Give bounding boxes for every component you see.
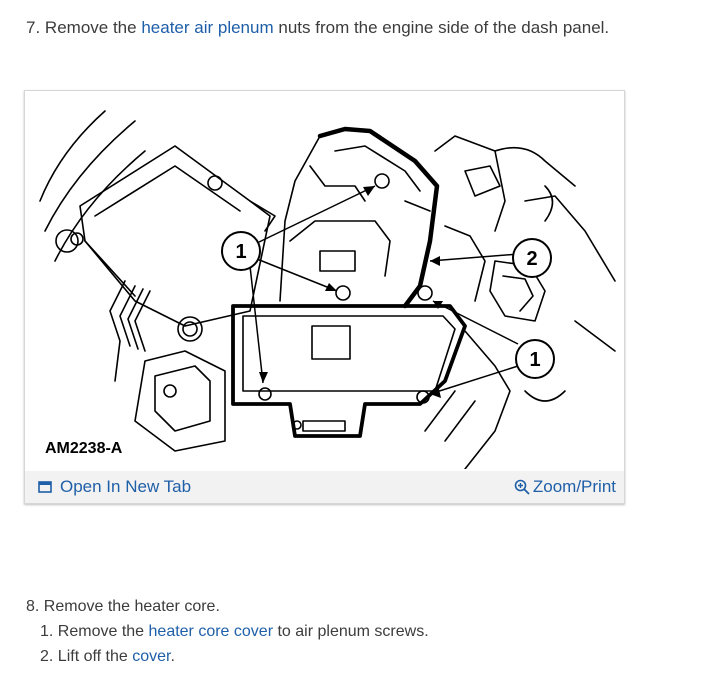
callout-2: 2 [512, 238, 552, 278]
cover-link[interactable]: cover [132, 648, 171, 665]
substep-1: 1. Remove the heater core cover to air p… [26, 619, 429, 644]
substep-2-number: 2. [40, 648, 54, 665]
substep-1-text-before: Remove the [57, 623, 145, 640]
svg-text:2: 2 [526, 248, 537, 270]
heater-plenum-diagram[interactable]: 1 2 1 AM2238-A [25, 91, 624, 469]
step-8-number: 8. [26, 598, 40, 615]
step-8-line: 8. Remove the heater core. [26, 594, 429, 619]
zoom-print-label: Zoom/Print [532, 477, 616, 496]
open-in-new-tab-link[interactable]: Open In New Tab [38, 477, 191, 497]
substep-2: 2. Lift off the cover. [26, 644, 429, 669]
step-8: 8. Remove the heater core. 1. Remove the… [26, 594, 429, 669]
zoom-print-link[interactable]: Zoom/Print [514, 477, 616, 497]
heater-air-plenum-link[interactable]: heater air plenum [141, 18, 274, 37]
step-7-text-after: nuts from the engine side of the dash pa… [278, 18, 610, 37]
callout-1-right: 1 [515, 339, 555, 379]
callout-1-left: 1 [221, 231, 261, 271]
step-7-number: 7. [26, 18, 41, 37]
step-8-text: Remove the heater core. [43, 598, 220, 615]
open-in-new-tab-label: Open In New Tab [60, 477, 192, 496]
substep-1-number: 1. [40, 623, 54, 640]
substep-1-text-after: to air plenum screws. [277, 623, 429, 640]
step-7-text-before: Remove the [44, 18, 137, 37]
substep-2-text-after: . [170, 648, 175, 665]
figure-code: AM2238-A [45, 440, 123, 457]
figure-toolbar: Open In New Tab Zoom/Print [25, 471, 624, 503]
svg-text:1: 1 [235, 241, 246, 263]
svg-text:1: 1 [529, 349, 540, 371]
heater-core-cover-link[interactable]: heater core cover [148, 623, 274, 640]
diagram-figure: 1 2 1 AM2238-A Open In New Tab Zoom/Pr [24, 90, 625, 504]
step-7: 7. Remove the heater air plenum nuts fro… [26, 17, 609, 39]
zoom-icon [514, 479, 530, 495]
new-tab-icon [38, 481, 52, 493]
substep-2-text-before: Lift off the [57, 648, 128, 665]
